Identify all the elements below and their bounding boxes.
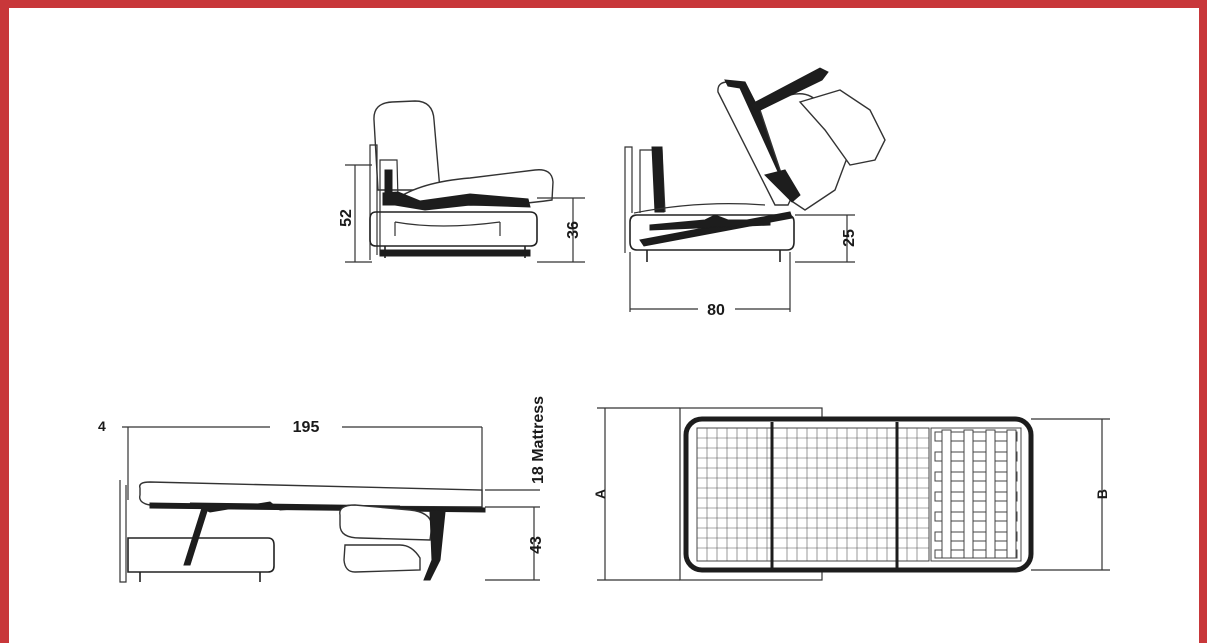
woven-straps	[934, 429, 1018, 559]
dim-open-seat-height: 25	[841, 229, 858, 247]
dim-plan-width-a: A	[592, 489, 608, 499]
closed-sofa-side-view	[345, 100, 585, 263]
bed-plan-view	[597, 407, 1110, 581]
dim-bed-length: 195	[293, 419, 320, 436]
grid-mesh	[697, 428, 929, 561]
dim-plan-width-b: B	[1094, 489, 1110, 499]
dim-side-height: 52	[338, 209, 355, 227]
dim-seat-height: 36	[565, 221, 582, 239]
dim-mattress: 18 Mattress	[530, 396, 547, 484]
dim-bed-frame-height: 43	[528, 536, 545, 554]
bed-side-view	[119, 426, 540, 583]
dim-open-depth: 80	[707, 302, 725, 319]
dim-frame-top-offset: 4	[98, 418, 106, 434]
opening-sofa-side-view	[624, 67, 886, 312]
